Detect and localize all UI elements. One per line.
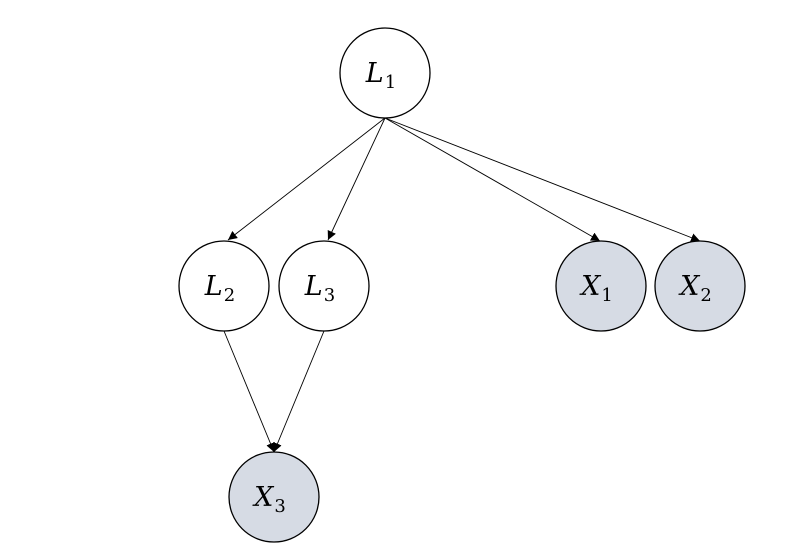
node-circle-l2: [178, 240, 270, 332]
edge-l3-x3: [273, 330, 325, 453]
node-x3: X3: [228, 451, 320, 543]
node-variable-l3: L: [304, 271, 323, 302]
node-circle-x2: [654, 240, 746, 332]
node-l2: L2: [178, 240, 270, 332]
node-label-x3: X3: [252, 482, 286, 517]
node-circle-x1: [555, 240, 647, 332]
node-variable-l1: L: [365, 58, 384, 89]
edge-l1-l3: [327, 117, 386, 241]
node-subscript-x1: 1: [601, 285, 612, 306]
node-label-x2: X2: [678, 271, 712, 306]
node-label-x1: X1: [579, 271, 613, 306]
node-l3: L3: [278, 240, 370, 332]
edge-l1-x1: [384, 117, 601, 242]
edges-layer: [223, 117, 701, 453]
edge-l1-x2: [384, 117, 701, 242]
node-subscript-l1: 1: [385, 72, 396, 93]
node-variable-x1: X: [579, 271, 602, 302]
node-variable-l2: L: [204, 271, 223, 302]
node-x1: X1: [555, 240, 647, 332]
node-subscript-x2: 2: [700, 285, 711, 306]
edge-l2-x3: [223, 330, 275, 453]
node-subscript-l3: 3: [324, 285, 335, 306]
node-label-l1: L1: [365, 58, 396, 93]
node-circle-x3: [228, 451, 320, 543]
node-circle-l1: [339, 27, 431, 119]
node-variable-x2: X: [678, 271, 701, 302]
node-variable-x3: X: [252, 482, 275, 513]
node-label-l3: L3: [304, 271, 335, 306]
node-l1: L1: [339, 27, 431, 119]
node-x2: X2: [654, 240, 746, 332]
node-subscript-x3: 3: [274, 496, 285, 517]
node-label-l2: L2: [204, 271, 235, 306]
edge-l1-l2: [227, 117, 386, 241]
node-circle-l3: [278, 240, 370, 332]
node-subscript-l2: 2: [224, 285, 235, 306]
